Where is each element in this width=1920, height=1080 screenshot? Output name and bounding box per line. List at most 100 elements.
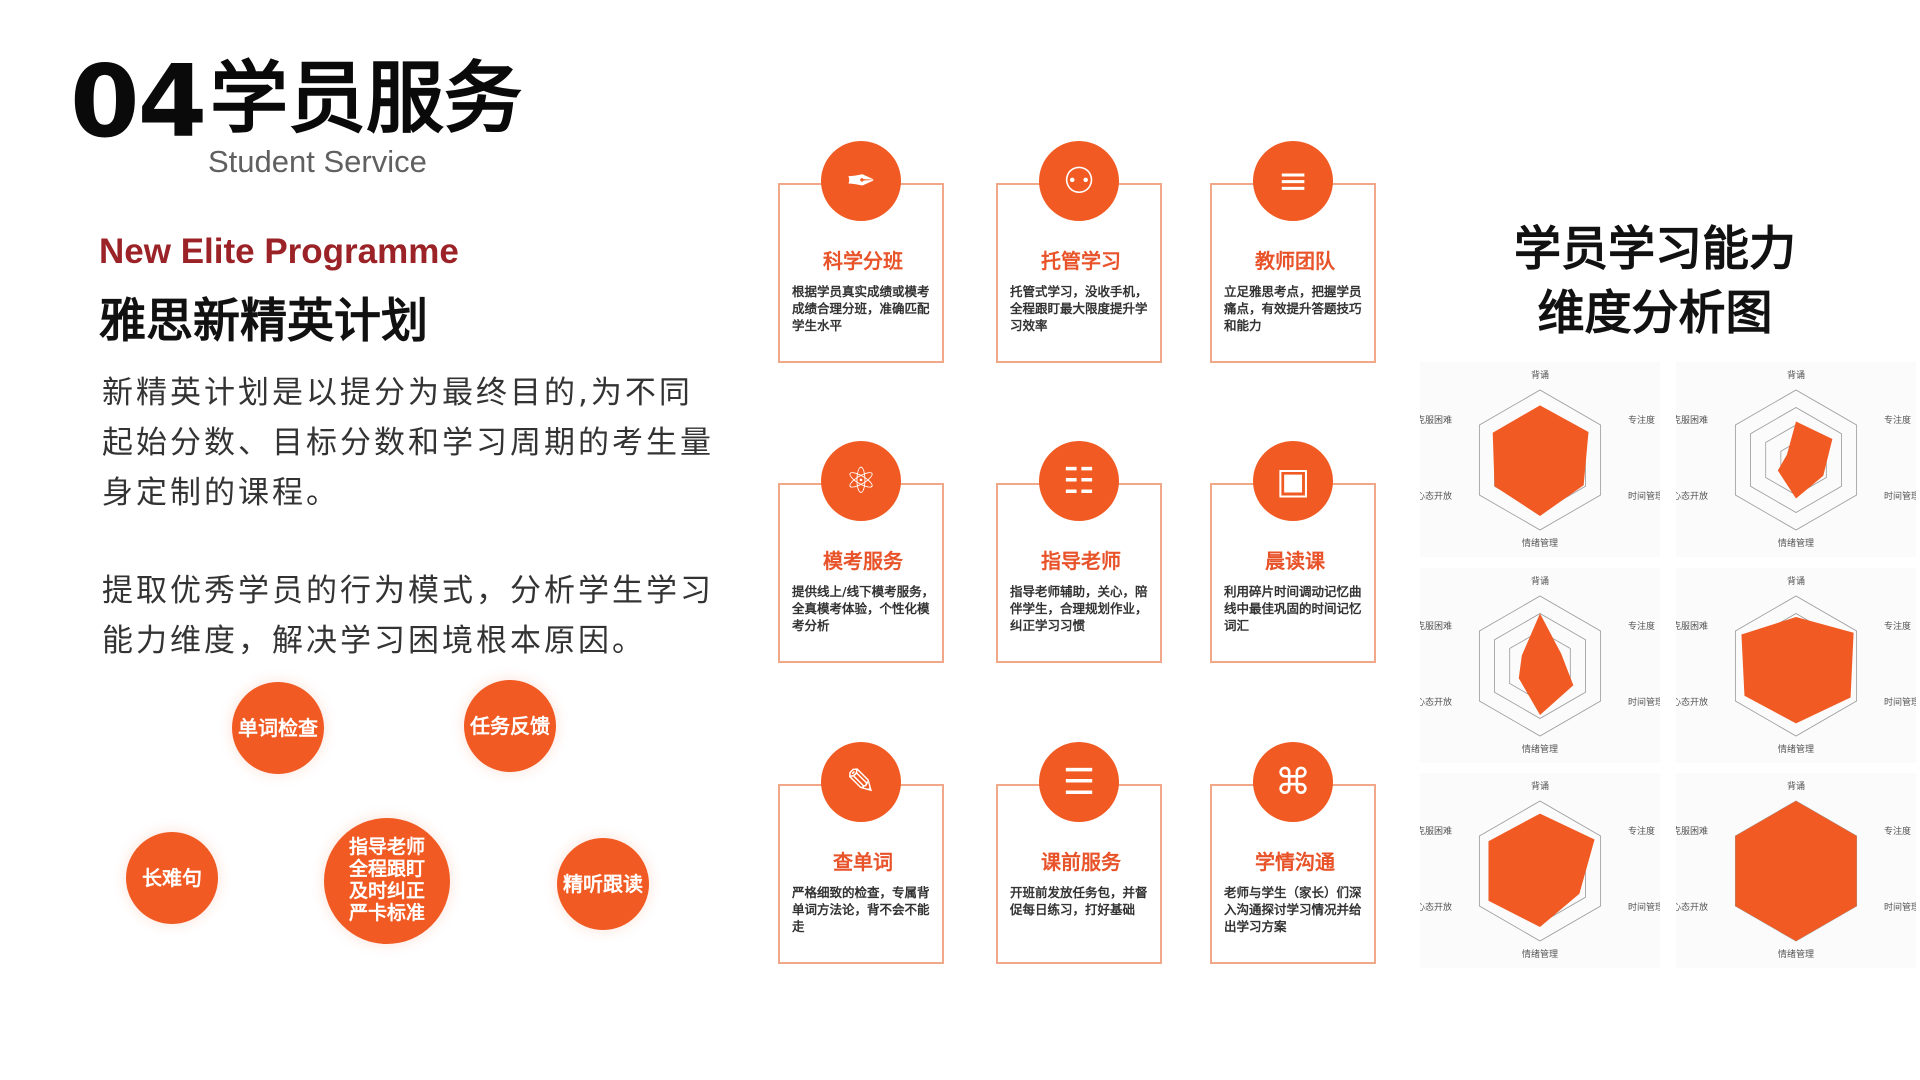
- radar-axis-label: 时间管理: [1884, 696, 1916, 708]
- bubble-label: 任务反馈: [470, 713, 550, 738]
- radar-axis-label: 克服困难: [1676, 415, 1708, 426]
- service-description: 根据学员真实成绩或模考成绩合理分班，准确匹配学生水平: [792, 284, 930, 333]
- bubble-tutor: 指导老师全程跟盯及时纠正严卡标准: [324, 818, 450, 944]
- program-description: 新精英计划是以提分为最终目的,为不同起始分数、目标分数和学习周期的考生量身定制的…: [102, 375, 714, 511]
- service-title: 科学分班: [823, 249, 903, 273]
- radar-axis-label: 情绪管理: [1778, 743, 1814, 755]
- radar-axis-label: 克服困难: [1420, 621, 1452, 632]
- radar-axis-label: 时间管理: [1884, 901, 1916, 913]
- books-icon: ≡: [1253, 141, 1333, 221]
- radar-axis-label: 心态开放: [1420, 696, 1452, 708]
- radar-axis-label: 情绪管理: [1778, 537, 1814, 549]
- radar-axis-label: 心态开放: [1420, 490, 1452, 502]
- radar-series-area: [1777, 421, 1833, 499]
- service-title: 指导老师: [1041, 549, 1121, 573]
- service-title: 教师团队: [1255, 249, 1335, 273]
- radar-axis-label: 专注度: [1884, 620, 1911, 632]
- radar-series-area: [1735, 801, 1857, 941]
- briefcase-icon: ▣: [1253, 441, 1333, 521]
- service-card: 课前服务开班前发放任务包，并督促每日练习，打好基础: [996, 784, 1162, 964]
- service-title: 查单词: [833, 850, 893, 874]
- radar-axis-label: 心态开放: [1676, 696, 1708, 708]
- radar-grid-ring: [1478, 800, 1602, 942]
- radar-axis-label: 时间管理: [1628, 490, 1660, 502]
- radar-axis-label: 专注度: [1628, 414, 1655, 426]
- bubble-label: 指导老师全程跟盯及时纠正严卡标准: [348, 836, 425, 924]
- radar-grid-ring: [1494, 613, 1586, 719]
- document-icon: ☷: [1039, 441, 1119, 521]
- radar-axis-label: 背诵: [1787, 575, 1805, 587]
- radar-grid-ring: [1734, 389, 1858, 531]
- radar-grid-ring: [1750, 407, 1842, 513]
- bubble-task-feedback: 任务反馈: [464, 680, 556, 772]
- feather-icon: ✒: [821, 141, 901, 221]
- radar-axis-label: 克服困难: [1420, 415, 1452, 426]
- radar-axis-label: 克服困难: [1420, 826, 1452, 837]
- service-description: 托管式学习，没收手机，全程跟盯最大限度提升学习效率: [1010, 284, 1148, 333]
- service-title: 模考服务: [823, 549, 903, 573]
- service-title: 托管学习: [1041, 249, 1121, 273]
- analysis-title-line2: 维度分析图: [1537, 286, 1773, 341]
- radar-axis-label: 时间管理: [1628, 901, 1660, 913]
- program-name-cn: 雅思新精英计划: [99, 294, 428, 349]
- radar-series-area: [1488, 813, 1595, 927]
- radar-axis-label: 背诵: [1787, 369, 1805, 381]
- service-description: 严格细致的检查，专属背单词方法论，背不会不能走: [792, 885, 930, 934]
- service-card: 查单词严格细致的检查，专属背单词方法论，背不会不能走: [778, 784, 944, 964]
- students-icon: ⚇: [1039, 141, 1119, 221]
- page-subtitle: Student Service: [208, 144, 427, 179]
- radar-axis-label: 专注度: [1884, 825, 1911, 837]
- radar-series-area: [1741, 617, 1854, 724]
- program-method: 提取优秀学员的行为模式，分析学生学习能力维度，解决学习困境根本原因。: [102, 573, 714, 659]
- radar-axis-label: 克服困难: [1676, 621, 1708, 632]
- analysis-title-line1: 学员学习能力: [1514, 222, 1796, 277]
- radar-series-area: [1492, 405, 1589, 516]
- service-title: 学情沟通: [1255, 850, 1335, 874]
- bubble-label: 精听跟读: [563, 871, 643, 896]
- program-name-en: New Elite Programme: [99, 232, 459, 271]
- radar-grid-ring: [1478, 389, 1602, 531]
- radar-axis-label: 情绪管理: [1522, 948, 1558, 960]
- radar-axis-label: 时间管理: [1884, 490, 1916, 502]
- bubble-intensive-listening: 精听跟读: [557, 838, 649, 930]
- radar-grid-ring: [1734, 595, 1858, 737]
- radar-axis-label: 背诵: [1531, 369, 1549, 381]
- service-description: 提供线上/线下模考服务，全真模考体验，个性化模考分析: [792, 584, 935, 633]
- radar-axis-label: 情绪管理: [1522, 743, 1558, 755]
- radar-axis-label: 背诵: [1787, 780, 1805, 792]
- radar-axis-label: 心态开放: [1676, 490, 1708, 502]
- service-description: 老师与学生（家长）们深入沟通探讨学习情况并给出学习方案: [1224, 885, 1362, 934]
- atom-icon: ⚛: [821, 441, 901, 521]
- radar-axis-label: 背诵: [1531, 575, 1549, 587]
- service-description: 利用碎片时间调动记忆曲线中最佳巩固的时间记忆词汇: [1224, 584, 1362, 633]
- service-description: 开班前发放任务包，并督促每日练习，打好基础: [1010, 885, 1148, 917]
- radar-axis-label: 克服困难: [1676, 826, 1708, 837]
- radar-axis-label: 背诵: [1531, 780, 1549, 792]
- service-description: 立足雅思考点，把握学员痛点，有效提升答题技巧和能力: [1224, 284, 1362, 333]
- bubble-label: 单词检查: [238, 715, 318, 740]
- radar-axis-label: 专注度: [1628, 825, 1655, 837]
- radar-axis-label: 时间管理: [1628, 696, 1660, 708]
- radar-axis-label: 情绪管理: [1778, 948, 1814, 960]
- radar-series-area: [1518, 613, 1574, 715]
- service-description: 指导老师辅助，关心，陪伴学生，合理规划作业，纠正学习习惯: [1010, 584, 1148, 633]
- bubble-long-sentences: 长难句: [126, 832, 218, 924]
- radar-axis-label: 情绪管理: [1522, 537, 1558, 549]
- bubble-word-check: 单词检查: [232, 682, 324, 774]
- service-title: 晨读课: [1265, 549, 1325, 573]
- radar-axis-label: 心态开放: [1420, 901, 1452, 913]
- radar-axis-label: 专注度: [1628, 620, 1655, 632]
- pen-ink-icon: ✎: [821, 742, 901, 822]
- radar-grid-ring: [1478, 595, 1602, 737]
- section-number: 04: [70, 43, 207, 160]
- service-card: 模考服务提供线上/线下模考服务，全真模考体验，个性化模考分析: [778, 483, 944, 663]
- analysis-title: 学员学习能力 维度分析图: [1505, 218, 1805, 346]
- page-title: 学员服务: [210, 54, 523, 144]
- radar-axis-label: 心态开放: [1676, 901, 1708, 913]
